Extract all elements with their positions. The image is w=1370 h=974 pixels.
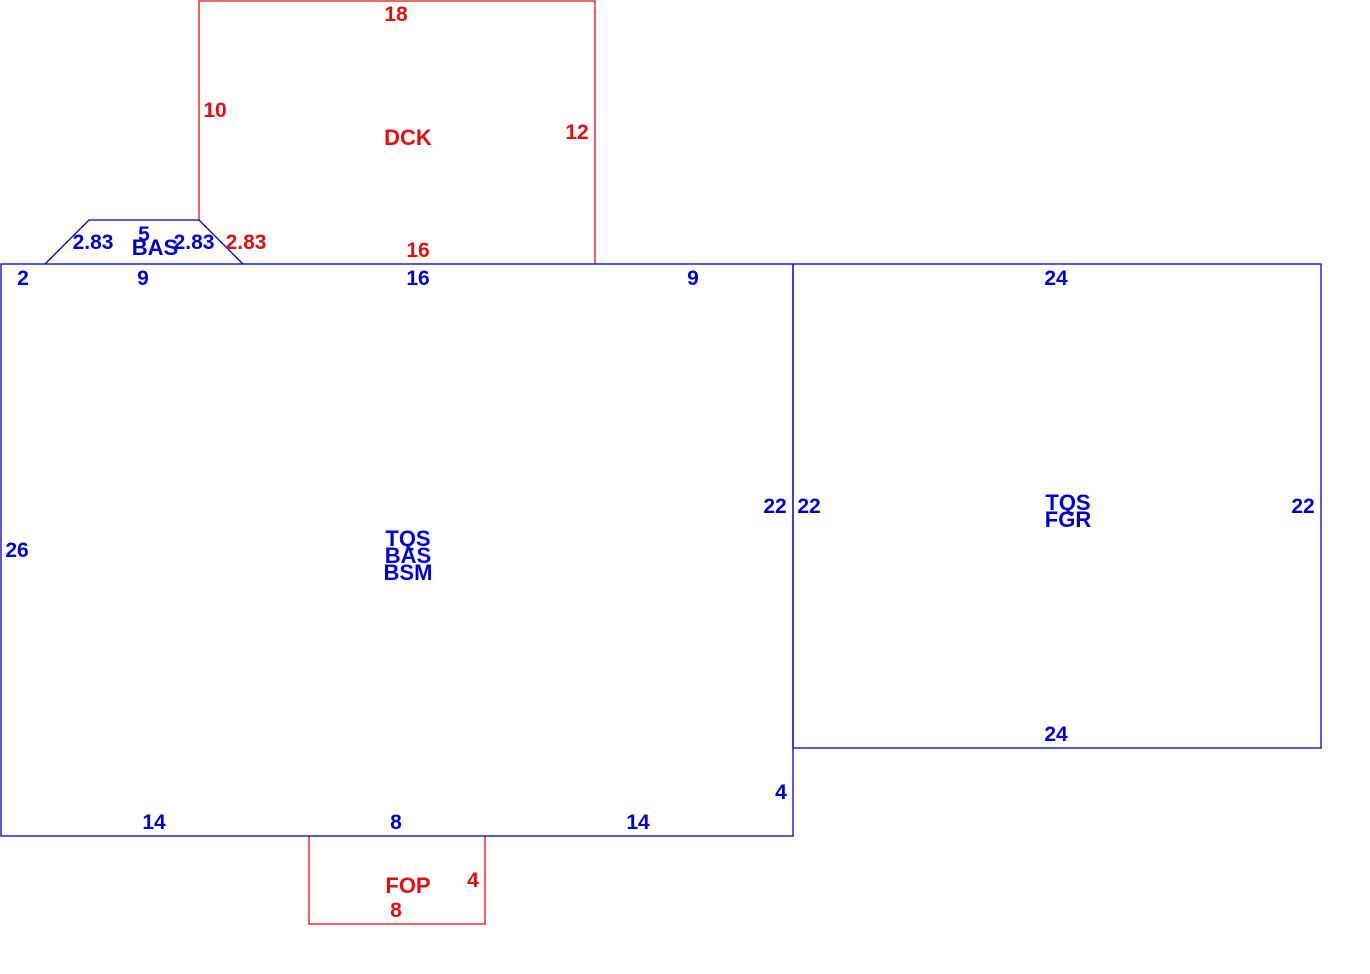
main-bottom-left-dimension: 14 bbox=[142, 811, 166, 834]
deck-right-dimension: 12 bbox=[565, 121, 588, 144]
deck-top-dimension: 18 bbox=[384, 3, 408, 26]
deck-area-label: DCK bbox=[384, 125, 432, 150]
porch-bottom-dimension: 8 bbox=[390, 899, 402, 922]
bay-top-dimension: 5 bbox=[138, 223, 150, 246]
garage-left-dimension: 22 bbox=[797, 495, 820, 518]
main-bottom-middle-dimension: 8 bbox=[390, 811, 402, 834]
main-area-label-3: BSM bbox=[384, 560, 433, 585]
garage-right-dimension: 22 bbox=[1291, 495, 1314, 518]
main-left-dimension: 26 bbox=[5, 539, 28, 562]
main-top-left-dimension: 2 bbox=[17, 267, 29, 290]
porch-area-label: FOP bbox=[385, 873, 430, 898]
deck-left-dimension: 10 bbox=[203, 99, 226, 122]
porch-right-dimension: 4 bbox=[467, 869, 479, 892]
deck-outline bbox=[198, 0, 596, 264]
bay-right-diagonal-dimension: 2.83 bbox=[174, 231, 215, 254]
main-area-label-1: TQS bbox=[385, 526, 430, 551]
main-top-middle-dimension: 16 bbox=[406, 267, 429, 290]
garage-top-dimension: 24 bbox=[1044, 267, 1068, 290]
garage-outline bbox=[792, 263, 1322, 749]
main-top-bay-dimension: 9 bbox=[137, 267, 149, 290]
porch-outline bbox=[308, 836, 486, 925]
main-bottom-right-dimension: 14 bbox=[626, 811, 650, 834]
main-right-dimension: 22 bbox=[763, 495, 786, 518]
main-top-right-dimension: 9 bbox=[687, 267, 699, 290]
bay-left-diagonal-dimension: 2.83 bbox=[73, 231, 114, 254]
main-area-label-2: BAS bbox=[385, 543, 431, 568]
bay-outline bbox=[44, 219, 244, 265]
garage-area-label-2: FGR bbox=[1045, 507, 1092, 532]
deck-bottom-dimension: 16 bbox=[406, 239, 429, 262]
garage-area-label-1: TQS bbox=[1045, 490, 1090, 515]
main-right-notch-dimension: 4 bbox=[775, 781, 787, 804]
bay-area-label: BAS bbox=[132, 235, 178, 260]
deck-diagonal-dimension: 2.83 bbox=[226, 231, 267, 254]
garage-bottom-dimension: 24 bbox=[1044, 723, 1068, 746]
